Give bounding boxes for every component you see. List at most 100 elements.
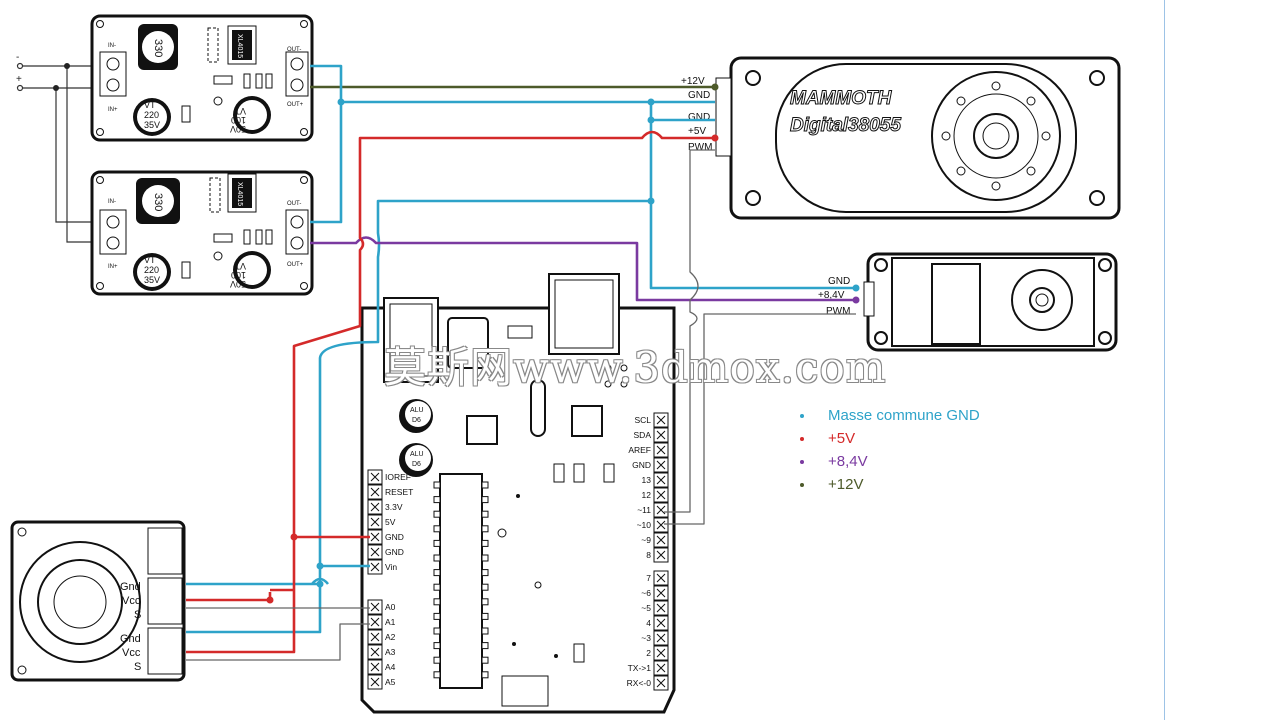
chip-pin [433, 481, 441, 489]
svg-text:IN-: IN- [108, 43, 116, 49]
chip-pin [433, 627, 441, 635]
pin-cross-icon [656, 505, 666, 515]
svg-text:+8,4V: +8,4V [818, 290, 845, 301]
pin-cross-icon [370, 677, 380, 687]
svg-text:Gnd: Gnd [120, 633, 141, 645]
chip-pin [433, 539, 441, 547]
svg-text:VT: VT [144, 255, 156, 265]
inductor-coil: 330 [138, 24, 178, 70]
svg-text:35V: 35V [144, 120, 160, 130]
wire-junctions [266, 98, 655, 604]
mammoth-servo: MAMMOTH Digital38055 [715, 56, 1121, 220]
svg-text:D6: D6 [412, 417, 421, 424]
chip-pin [433, 583, 441, 591]
pin-label: GND [632, 460, 651, 470]
pin-label: 12 [642, 490, 652, 500]
output-terminal-block [285, 51, 309, 97]
chip-pin [433, 598, 441, 606]
junction-dot [647, 98, 655, 106]
chip-pin [481, 656, 489, 664]
legend-item-8-4v: +8,4V [800, 450, 980, 473]
pin-label: 8 [646, 550, 651, 560]
pin-label: A1 [385, 617, 396, 627]
junction-dot [647, 116, 655, 124]
pin-label: GND [385, 532, 404, 542]
pin-label: 4 [646, 618, 651, 628]
svg-text:330: 330 [152, 193, 164, 211]
pin-cross-icon [370, 617, 380, 627]
servo-connector-dots [711, 83, 860, 304]
wire-legend: Masse commune GND +5V +8,4V +12V [800, 404, 980, 496]
svg-text:100: 100 [231, 115, 246, 125]
page-divider [1164, 0, 1165, 720]
pin-label: 2 [646, 648, 651, 658]
svg-text:50V: 50V [230, 124, 246, 134]
svg-text:VT: VT [234, 261, 246, 271]
pin-label: A5 [385, 677, 396, 687]
pin-label: SDA [634, 430, 652, 440]
joystick-pins: Gnd Vcc S Gnd Vcc S [120, 581, 141, 673]
svg-text:S: S [134, 609, 141, 621]
watermark: 莫斯网www.3dmox.com [384, 343, 887, 392]
legend-dot [800, 483, 804, 488]
wires [186, 64, 856, 661]
svg-text:330: 330 [152, 39, 164, 57]
pin-label: A2 [385, 632, 396, 642]
junction-dot [266, 596, 274, 604]
pin-cross-icon [370, 502, 380, 512]
icsp-header [501, 675, 549, 707]
legend-item-gnd: Masse commune GND [800, 404, 980, 427]
input-terminal-block [99, 209, 127, 255]
svg-text:VT: VT [234, 106, 246, 116]
pin-cross-icon [370, 487, 380, 497]
chip-pin [481, 510, 489, 518]
legend-label: +5V [828, 430, 856, 447]
chip-pin [481, 496, 489, 504]
svg-text:ALU: ALU [410, 451, 424, 458]
atmega-chip [439, 473, 483, 689]
pin-cross-icon [370, 562, 380, 572]
legend-label: +8,4V [828, 453, 868, 470]
pin-label: 13 [642, 475, 652, 485]
supply-minus-label: - [16, 52, 19, 63]
pin-label: TX->1 [628, 663, 652, 673]
svg-text:ALU: ALU [410, 407, 424, 414]
svg-text:+12V: +12V [681, 76, 705, 87]
pin-label: 3.3V [385, 502, 403, 512]
junction-dot [64, 63, 70, 69]
svg-text:Vcc: Vcc [122, 595, 141, 607]
svg-text:35V: 35V [144, 275, 160, 285]
svg-text:OUT-: OUT- [287, 201, 301, 207]
chip-pin [481, 554, 489, 562]
chip-pin [433, 612, 441, 620]
pin-cross-icon [656, 520, 666, 530]
pin-cross-icon [370, 517, 380, 527]
chip-pin [481, 525, 489, 533]
capacitor-c2: ALU D6 [399, 443, 433, 477]
dc-dc-converter-1: 330 XL4015 VT 220 35V VT 100 50V IN- IN+… [90, 14, 314, 142]
pin-label: A4 [385, 662, 396, 672]
legend-dot [800, 437, 804, 442]
pin-label: Vin [385, 562, 397, 572]
pin-label: A0 [385, 602, 396, 612]
chip-pin [481, 627, 489, 635]
chip-pin [433, 496, 441, 504]
pin-label: ~9 [641, 535, 651, 545]
pin-label: ~10 [637, 520, 652, 530]
chip-pin [481, 539, 489, 547]
svg-text:GND: GND [828, 276, 850, 287]
svg-text:PWM: PWM [688, 142, 712, 153]
pin-cross-icon [656, 430, 666, 440]
svg-text:IN-: IN- [108, 199, 116, 205]
junction-dot [647, 197, 655, 205]
pin-cross-icon [370, 472, 380, 482]
input-capacitor: VT 220 35V [133, 98, 171, 136]
svg-text:100: 100 [231, 270, 246, 280]
mammoth-servo-pins: +12V GND GND +5V PWM [681, 76, 712, 153]
chip-pin [433, 569, 441, 577]
chip-pin [433, 656, 441, 664]
legend-dot [800, 460, 804, 465]
pin-label: 7 [646, 573, 651, 583]
